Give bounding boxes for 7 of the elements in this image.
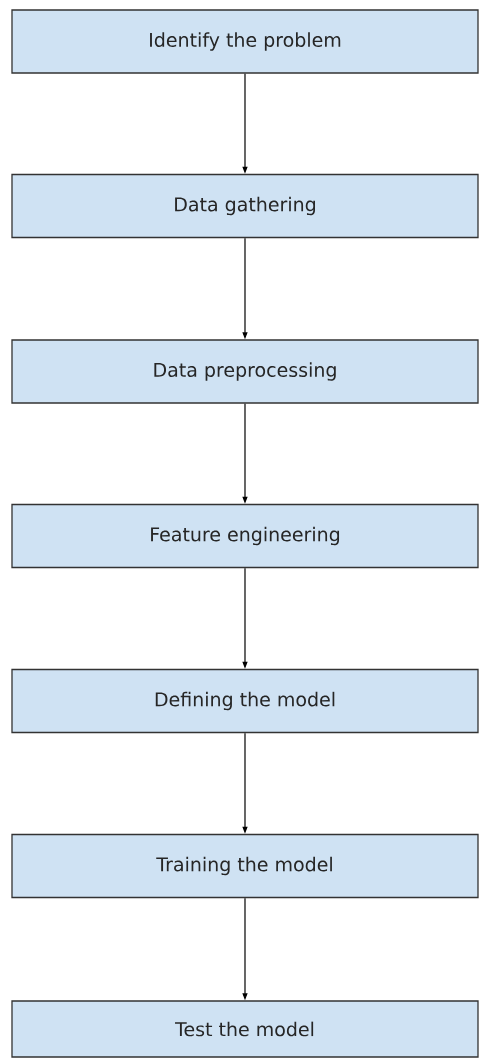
process-box: Test the model — [11, 1000, 479, 1058]
process-box: Identify the problem — [11, 9, 479, 74]
process-box: Data preprocessing — [11, 339, 479, 404]
process-box: Defining the model — [11, 668, 479, 734]
process-box: Data gathering — [11, 173, 479, 239]
process-box: Feature engineering — [11, 503, 479, 569]
process-box: Training the model — [11, 833, 479, 899]
